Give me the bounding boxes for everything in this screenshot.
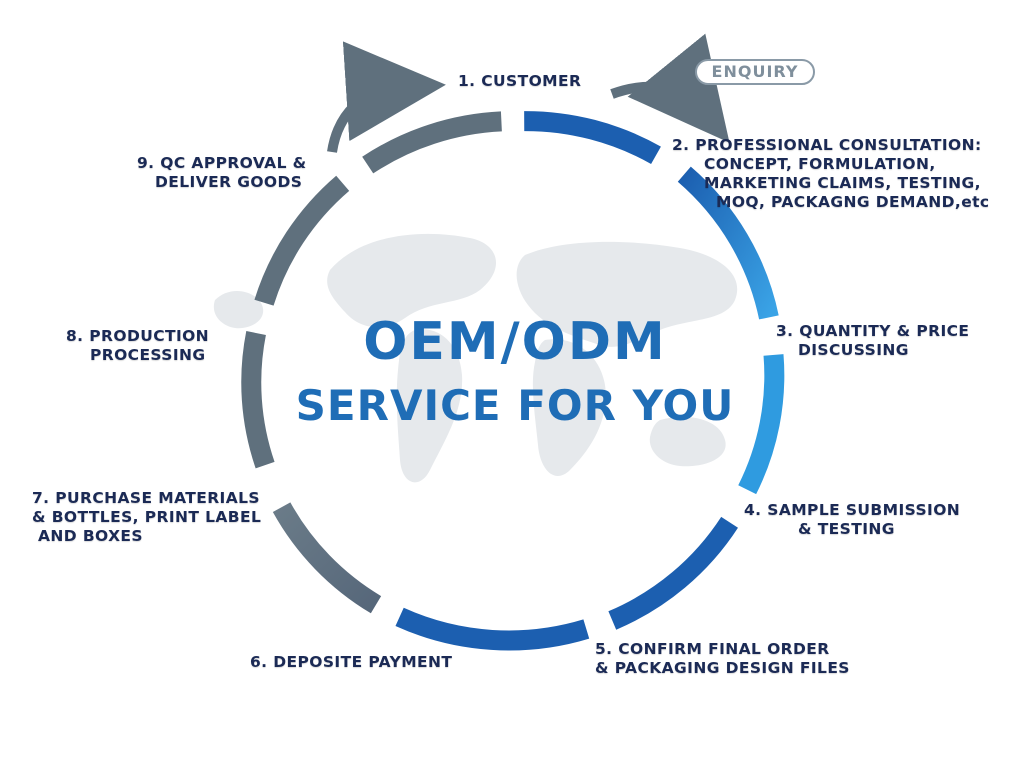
ring-segment-8 bbox=[254, 175, 350, 306]
ring-segment-1 bbox=[524, 111, 661, 165]
arrow-left-curve bbox=[327, 41, 446, 153]
main-subtitle: SERVICE FOR YOU bbox=[295, 381, 735, 430]
step-5-label: 5. CONFIRM FINAL ORDER & PACKAGING DESIG… bbox=[595, 640, 850, 677]
step-6-label: 6. DEPOSITE PAYMENT bbox=[250, 653, 453, 671]
ring-segment-5 bbox=[395, 607, 590, 651]
ring-segment-3 bbox=[738, 354, 785, 495]
step-7-label: 7. PURCHASE MATERIALS & BOTTLES, PRINT L… bbox=[32, 489, 262, 545]
step-3-label: 3. QUANTITY & PRICE DISCUSSING bbox=[776, 322, 970, 359]
step-1-label: 1. CUSTOMER bbox=[458, 72, 582, 90]
step-4-label: 4. SAMPLE SUBMISSION & TESTING bbox=[744, 501, 961, 538]
step-2-label: 2. PROFESSIONAL CONSULTATION: CONCEPT, F… bbox=[672, 136, 990, 211]
main-title: OEM/ODM bbox=[363, 312, 667, 372]
ring-segment-7 bbox=[241, 331, 275, 469]
enquiry-badge: ENQUIRY bbox=[695, 59, 815, 85]
ring-segment-4 bbox=[608, 516, 738, 630]
ring-segment-9 bbox=[362, 111, 502, 174]
step-9-label: 9. QC APPROVAL & DELIVER GOODS bbox=[137, 154, 307, 191]
world-map-background bbox=[213, 233, 738, 483]
ring-segment-2 bbox=[677, 166, 779, 320]
ring-segment-6 bbox=[272, 502, 382, 614]
arrow-right-curve bbox=[610, 33, 730, 143]
step-8-label: 8. PRODUCTION PROCESSING bbox=[66, 327, 210, 364]
